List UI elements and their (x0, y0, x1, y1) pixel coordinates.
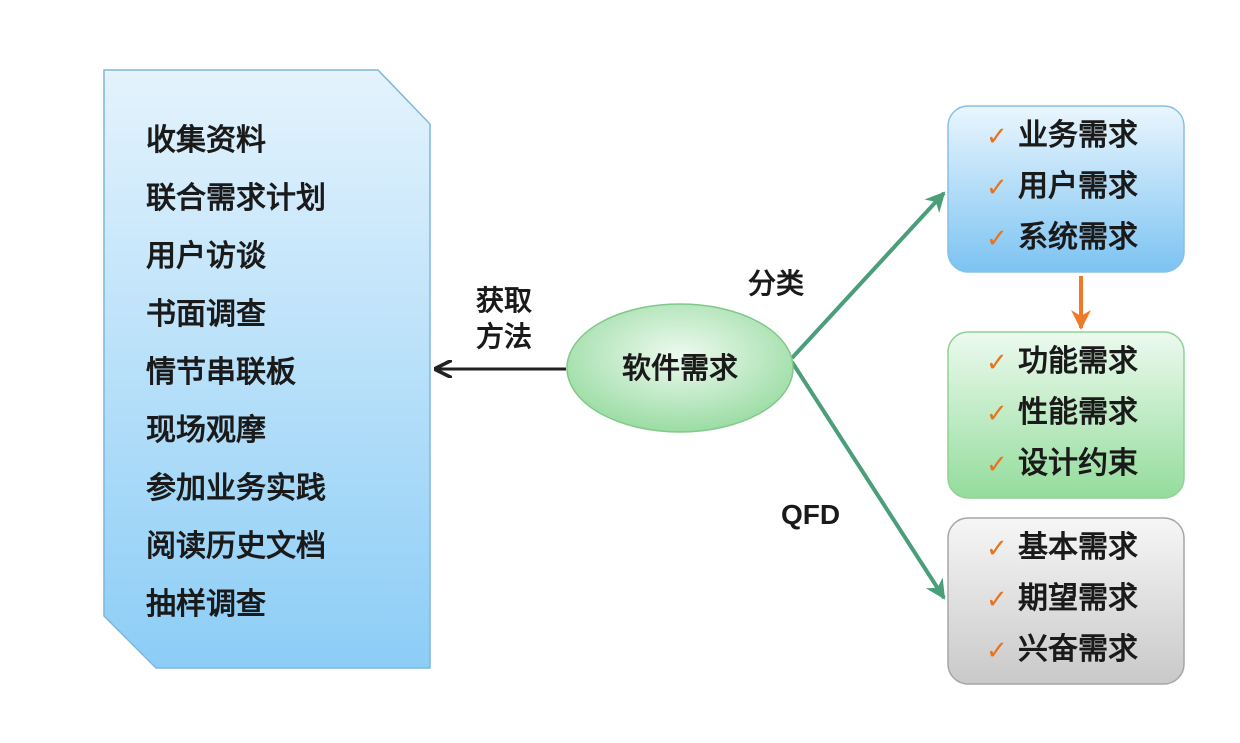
method-item: 书面调查 (146, 297, 266, 332)
classification-items: ✓ 业务需求 ✓ 用户需求 ✓ 系统需求 (986, 114, 1138, 267)
classification-arrow (790, 191, 946, 360)
check-icon: ✓ (986, 224, 1008, 254)
method-item: 现场观摩 (146, 413, 266, 448)
method-item: 参加业务实践 (146, 471, 326, 506)
system-breakdown-item-label: 性能需求 (1018, 395, 1138, 430)
classification-edge-label: 分类 (748, 267, 805, 300)
check-icon: ✓ (986, 534, 1008, 564)
method-item: 情节串联板 (146, 355, 296, 390)
system-breakdown-item: ✓ 功能需求 (986, 340, 1138, 391)
method-item: 用户访谈 (146, 239, 266, 274)
system-breakdown-item: ✓ 设计约束 (986, 442, 1138, 493)
qfd-item: ✓ 基本需求 (986, 526, 1138, 577)
check-icon: ✓ (986, 399, 1008, 429)
check-icon: ✓ (986, 173, 1008, 203)
classification-item: ✓ 系统需求 (986, 216, 1138, 267)
center-node-ellipse (566, 303, 794, 433)
classification-item-label: 业务需求 (1018, 118, 1138, 153)
classification-item: ✓ 业务需求 (986, 114, 1138, 165)
classification-item: ✓ 用户需求 (986, 165, 1138, 216)
check-icon: ✓ (986, 348, 1008, 378)
qfd-item-label: 期望需求 (1018, 581, 1138, 616)
classification-item-label: 系统需求 (1018, 220, 1138, 255)
system-breakdown-item-label: 设计约束 (1018, 446, 1138, 481)
system-breakdown-item-label: 功能需求 (1018, 344, 1138, 379)
qfd-arrow (790, 360, 946, 600)
check-icon: ✓ (986, 122, 1008, 152)
acquisition-edge-label-line: 方法 (476, 320, 533, 353)
qfd-item: ✓ 兴奋需求 (986, 628, 1138, 679)
system-breakdown-box (947, 331, 1185, 499)
method-item: 阅读历史文档 (146, 529, 326, 564)
acquisition-edge-label: 获取 方法 (476, 283, 532, 355)
qfd-items: ✓ 基本需求 ✓ 期望需求 ✓ 兴奋需求 (986, 526, 1138, 679)
check-icon: ✓ (986, 450, 1008, 480)
system-breakdown-items: ✓ 功能需求 ✓ 性能需求 ✓ 设计约束 (986, 340, 1138, 493)
methods-document-shape (103, 69, 431, 669)
method-item: 收集资料 (146, 123, 266, 158)
center-node-label: 软件需求 (621, 351, 738, 385)
classification-item-label: 用户需求 (1018, 169, 1138, 204)
acquisition-edge-label-line: 获取 (476, 284, 533, 317)
method-item: 联合需求计划 (146, 181, 326, 216)
check-icon: ✓ (986, 636, 1008, 666)
qfd-item: ✓ 期望需求 (986, 577, 1138, 628)
qfd-item-label: 兴奋需求 (1018, 632, 1138, 667)
qfd-item-label: 基本需求 (1018, 530, 1138, 565)
acquisition-methods-list: 收集资料 联合需求计划 用户访谈 书面调查 情节串联板 现场观摩 参加业务实践 … (146, 118, 326, 640)
qfd-box (947, 517, 1185, 685)
classification-box (947, 105, 1185, 273)
method-item: 抽样调查 (146, 587, 266, 622)
system-breakdown-item: ✓ 性能需求 (986, 391, 1138, 442)
qfd-edge-label: QFD (781, 499, 841, 530)
check-icon: ✓ (986, 585, 1008, 615)
